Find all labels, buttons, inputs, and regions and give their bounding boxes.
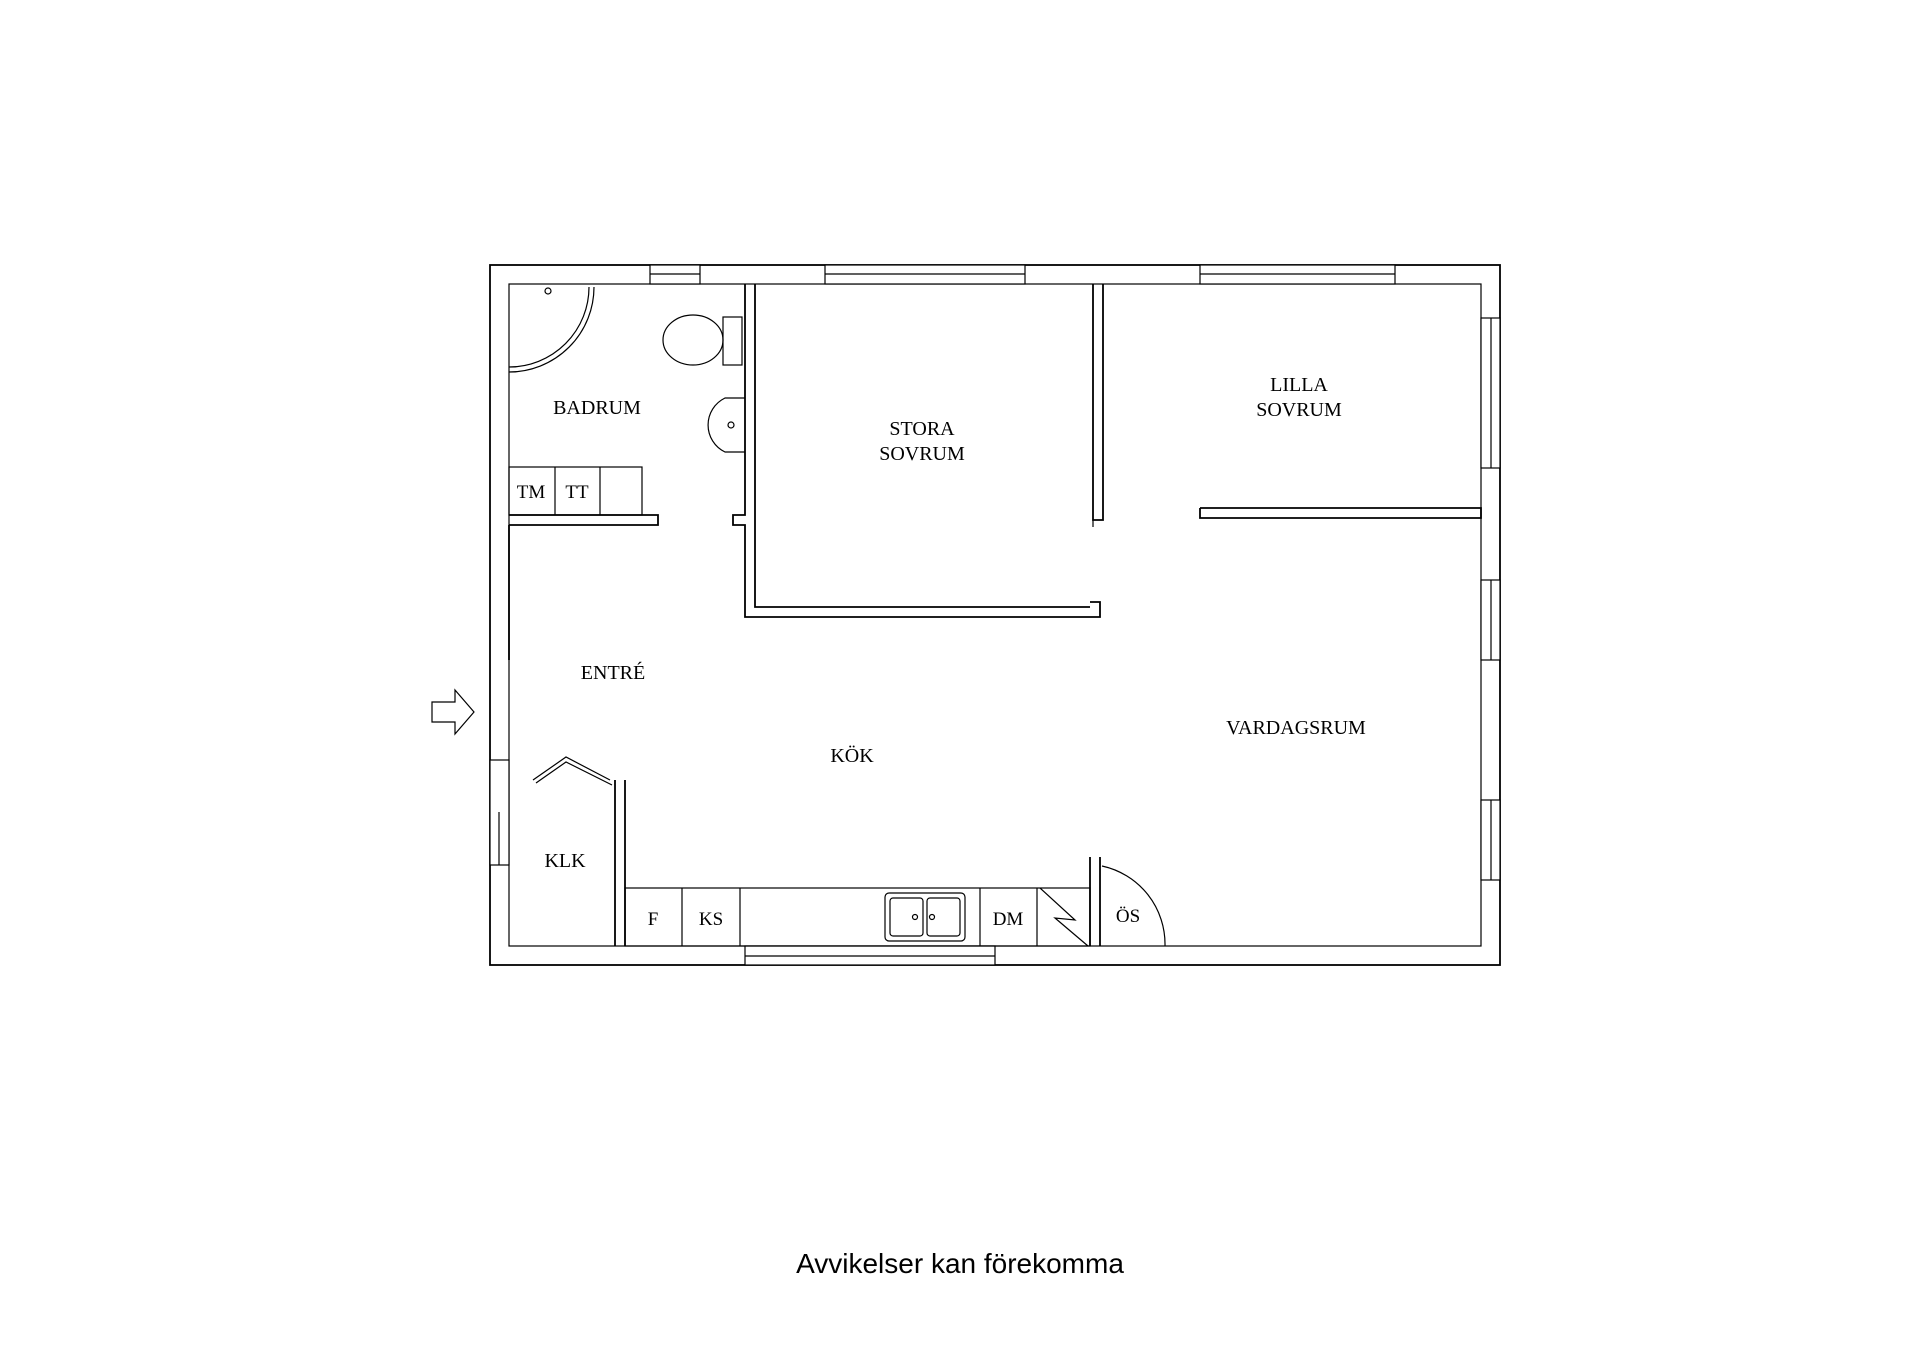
- room-label-entre: ENTRÉ: [581, 661, 645, 684]
- fixture-label-dm: DM: [993, 909, 1024, 930]
- shower: [508, 286, 595, 373]
- fixture-label-ks: KS: [699, 909, 723, 930]
- laundry-block: [508, 466, 643, 516]
- room-label-kok: KÖK: [830, 744, 874, 767]
- entry-arrow-icon: [431, 688, 475, 736]
- disclaimer-text: Avvikelser kan förekomma: [796, 1248, 1124, 1279]
- room-label-stora: STORA: [889, 418, 955, 440]
- fixture-label-tt: TT: [565, 482, 589, 503]
- room-label-vardagsrum: VARDAGSRUM: [1226, 717, 1366, 739]
- klk-doors: [532, 756, 613, 786]
- room-label-badrum: BADRUM: [553, 397, 641, 419]
- room-label-klk: KLK: [544, 850, 586, 872]
- room-label-lilla: LILLA: [1270, 374, 1328, 396]
- outer-walls: [489, 264, 1501, 966]
- room-label-sovrum-1: SOVRUM: [879, 443, 965, 465]
- kitchen-counter: [624, 887, 1091, 947]
- fixture-label-f: F: [648, 909, 659, 930]
- fixture-label-tm: TM: [517, 482, 546, 503]
- toilet: [662, 314, 743, 366]
- os-door: [1101, 865, 1166, 947]
- interior-walls: [508, 284, 1482, 946]
- windows: [489, 264, 1501, 966]
- bathroom-sink: [707, 397, 745, 453]
- room-label-sovrum-2: SOVRUM: [1256, 399, 1342, 421]
- fixture-label-os: ÖS: [1116, 906, 1140, 927]
